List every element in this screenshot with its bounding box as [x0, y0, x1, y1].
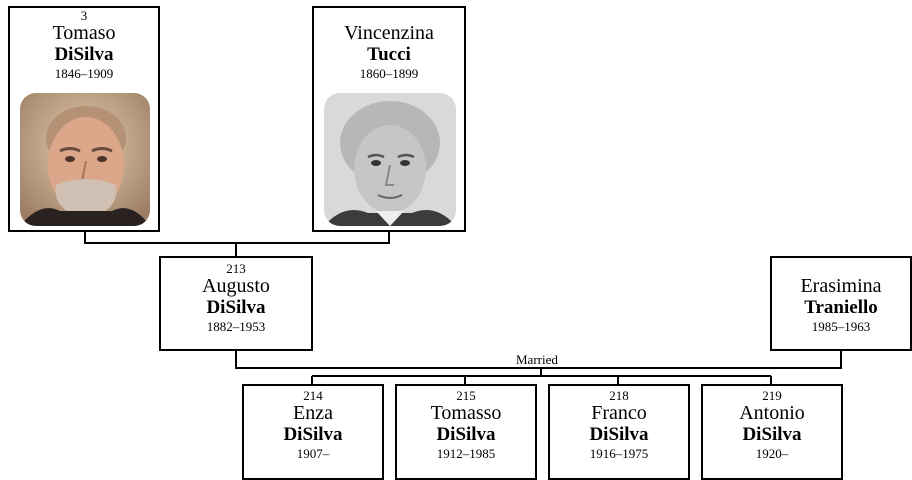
person-dates: 1860–1899	[359, 66, 419, 81]
person-last-name: DiSilva	[589, 424, 649, 445]
person-first-name: Franco	[591, 402, 647, 424]
person-number: 215	[456, 388, 476, 403]
person-dates: 1846–1909	[54, 66, 114, 81]
person-number: 3	[80, 8, 88, 23]
person-card-tomaso[interactable]: 3 Tomaso DiSilva 1846–1909	[8, 6, 160, 232]
person-number: 219	[762, 388, 782, 403]
person-dates: 1907–	[296, 446, 330, 461]
person-dates: 1912–1985	[436, 446, 496, 461]
portrait-photo-vincenzina	[324, 93, 456, 226]
person-last-name: Tucci	[367, 44, 411, 65]
person-card-erasimina[interactable]: Erasimina Traniello 1985–1963	[770, 256, 912, 351]
portrait-photo-tomaso	[20, 93, 150, 226]
person-last-name: DiSilva	[54, 44, 114, 65]
person-first-name: Tomasso	[430, 402, 502, 424]
person-last-name: Traniello	[804, 297, 878, 318]
person-card-vincenzina[interactable]: Vincenzina Tucci 1860–1899	[312, 6, 466, 232]
person-first-name: Antonio	[739, 402, 805, 424]
person-number: 214	[303, 388, 323, 403]
person-number: 213	[226, 261, 246, 276]
person-number: 218	[609, 388, 629, 403]
person-last-name: DiSilva	[436, 424, 496, 445]
person-dates: 1985–1963	[811, 319, 871, 334]
person-dates: 1882–1953	[206, 319, 266, 334]
person-first-name: Erasimina	[800, 275, 882, 297]
person-card-enza[interactable]: 214 Enza DiSilva 1907–	[242, 384, 384, 480]
married-label: Married	[514, 352, 560, 367]
person-first-name: Vincenzina	[344, 22, 434, 44]
person-dates: 1916–1975	[589, 446, 649, 461]
person-last-name: DiSilva	[283, 424, 343, 445]
person-card-tomasso[interactable]: 215 Tomasso DiSilva 1912–1985	[395, 384, 537, 480]
person-first-name: Tomaso	[52, 22, 116, 44]
person-card-franco[interactable]: 218 Franco DiSilva 1916–1975	[548, 384, 690, 480]
person-number	[314, 8, 464, 22]
person-card-augusto[interactable]: 213 Augusto DiSilva 1882–1953	[159, 256, 313, 351]
person-dates: 1920–	[755, 446, 789, 461]
person-last-name: DiSilva	[206, 297, 266, 318]
person-last-name: DiSilva	[742, 424, 802, 445]
person-first-name: Augusto	[202, 275, 270, 297]
person-number	[772, 258, 910, 275]
person-card-antonio[interactable]: 219 Antonio DiSilva 1920–	[701, 384, 843, 480]
person-first-name: Enza	[293, 402, 333, 424]
